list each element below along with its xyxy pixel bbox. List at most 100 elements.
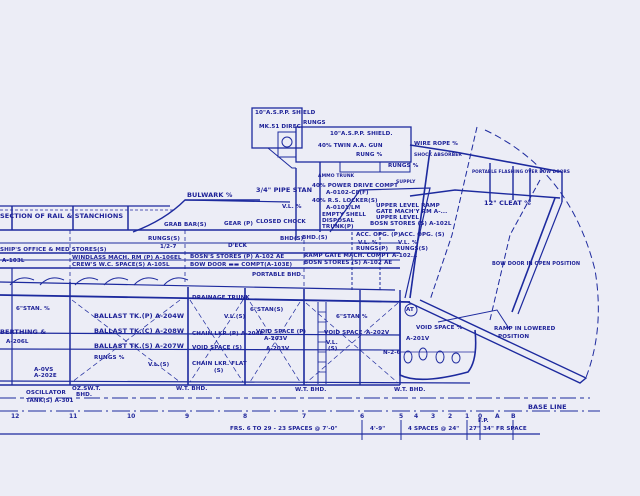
label-dim-4-9: 4'-9" [370,426,386,432]
label-oz-swt: OZ.SW.T. [72,386,101,392]
frame-tick: 11 [69,413,78,420]
label-chain-lkr-flat: CHAIN LKR. FLAT [192,361,247,367]
label-bhd2: BHD.(S) [302,235,328,241]
label-bosn-stores-upper: BOSN STORES (S) A-102L [370,221,452,227]
label-g-stan-left: 6"STAN. % [16,306,50,312]
label-ships-office: SHIP'S OFFICE & MED STORES(S) [0,247,107,253]
label-a-0vs: A-0VS [34,367,54,373]
label-a-203v-2: A-203V [266,346,290,352]
label-power-drive-num: A-0102-C8(F) [326,190,369,196]
label-oscillator: OSCILLATOR [26,390,66,396]
label-windlass: WINDLASS MACH. RM (P) A-106EL [72,255,182,261]
label-wire-rope: WIRE ROPE % [414,141,458,147]
label-ballast-3: BALLAST TK.(S) A-207W [94,342,185,350]
label-upper-level-ramp: UPPER LEVEL RAMP [376,203,440,209]
label-drainage-trunk: DRAINAGE TRUNK [192,295,250,301]
label-vl-chain: V.L.(S) [224,314,246,320]
label-a-202e: A-202E [34,373,57,379]
label-deck: D'ECK [228,243,248,249]
label-bow-door-open: BOW DOOR IN OPEN POSITION [492,261,581,267]
label-supply: SUPPLY [396,180,416,185]
label-a-203v-1: A-203V [264,336,288,342]
label-gate-machy: GATE MACH'Y RM A-... [376,209,448,215]
label-bulwark: BULWARK % [187,191,233,199]
label-ramp-gate: RAMP GATE MACH. COMPT [304,253,390,259]
label-rail-stanchions: SECTION OF RAIL & STANCHIONS [0,212,124,220]
label-bhd: BHD(S) [280,236,304,242]
label-shock-absorber: SHOCK ABSORBER [414,153,463,158]
label-acc-opg-s: ACC. OPG. (S) [400,232,445,238]
label-empty-shell-2: DISPOSAL [322,218,355,224]
label-g-stan-mid: 6"STAN(S) [250,307,284,313]
frame-tick: 3 [431,413,436,420]
label-portable-flashing: PORTABLE FLASHING OVER BOW DOORS [472,169,570,174]
label-wt-bhd-1: W.T. BHD. [176,386,208,392]
label-vl-s: V.L. % [398,240,418,246]
label-wt-bhd-2: W.T. BHD. [295,387,327,393]
label-rungs-mid: RUNGS % [388,163,419,169]
label-void-space-main: VOID SPACE [324,330,363,336]
label-g-stan-right: 6"STAN % [336,314,368,320]
label-at: AT [406,307,414,313]
label-void-space-s: VOID SPACE (S) [192,345,243,351]
label-oz-swt2: BHD. [76,392,93,398]
label-gun-director: MK.51 DIREC. [259,124,304,130]
label-gear: GEAR (P) [224,221,254,227]
label-dim-fp: F.P. [478,418,489,424]
label-n-s-ladder: N-2-6 [383,350,401,356]
frame-tick: 10 [127,413,136,420]
label-wt-bhd-3: W.T. BHD. [394,387,426,393]
label-chain-lkr-flat2: (S) [214,368,224,374]
label-gun-twin: 40% TWIN A.A. GUN [318,143,383,149]
label-vl-void: V.L. [326,340,338,346]
frame-tick: 8 [243,413,248,420]
label-gun-shield-main: 10"A.S.P.P. SHIELD. [330,131,393,137]
label-power-drive: 40% POWER DRIVE COMPT [312,183,399,189]
label-rungs-s: RUNGS(S) [148,236,181,242]
label-bosns-stores: BOSN'S STORES (P) A-102 AE [190,254,285,260]
label-base-line: BASE LINE [528,403,567,411]
label-void-space-bow: VOID SPACE % [416,325,463,331]
label-bosn-stores-lower: BOSN STORES (S) A-102 AE [304,260,393,266]
frame-tick: 5 [399,413,404,420]
label-a-202v: A-202V [366,330,390,336]
label-ramp-lowered-2: POSITION [498,334,530,340]
frame-tick: 12 [11,413,20,420]
label-a-201v: A-201V [406,336,430,342]
label-chain-locker: CHAIN LKR.(P) A-204E [192,331,264,337]
label-ammo-trunk: AMMO TRUNK [318,174,355,179]
label-closed-chock: CLOSED CHOCK [256,219,306,225]
label-dim-34: 34" FR SPACE [483,426,527,432]
frame-tick: B [511,413,516,420]
label-ballast-2: BALLAST TK.(C) A-208W [94,327,185,335]
label-ramp-lowered-1: RAMP IN LOWERED [494,326,556,332]
label-pipe-stan: 3/4" PIPE STAN [256,186,313,194]
frame-tick: A [495,413,500,420]
label-vl-ballast: V.L.(S) [148,362,170,368]
frame-tick: 7 [302,413,307,420]
label-berthing: BERTHING & [0,328,47,336]
label-gun-shield-small: 10"A.S.P.P. SHIELD [255,110,316,116]
label-rungs-s3: RUNGS(S) [396,246,429,252]
label-ready-lockers: 40% R.S. LOCKER(S) [312,198,378,204]
label-oscillator-tank: TANK(S) A-301 [26,398,74,404]
label-vl-top: V.L. % [282,204,302,210]
frame-tick: 2 [448,413,453,420]
label-portable-bhd: PORTABLE BHD. [252,272,304,278]
frame-tick: 9 [185,413,190,420]
label-ramp-gate-num: A-102... [392,253,418,259]
frame-tick: 6 [360,413,365,420]
label-empty-shell-1: EMPTY SHELL [322,212,367,218]
label-vl-p: V.L. % [358,240,378,246]
label-vl-void2: (S) [328,346,338,352]
label-empty-shell-3: TRUNK(P) [322,224,354,230]
label-bow-door-compt: BOW DOOR ▬▬ COMPT(A-103E) [190,262,293,268]
label-rungs-s2: 1/2-7 [160,244,177,250]
label-crews-wc: CREW'S W.C. SPACE(S) A-105L [72,262,170,268]
label-grab-bar-1: GRAB BAR(S) [164,222,207,228]
label-cleat: 12" CLEAT % [484,199,531,207]
label-ready-lockers-num: A-0101/LM [326,205,361,211]
label-void-space-p: VOID SPACE (P) [256,329,307,335]
label-a-103l: A-103L [2,258,25,264]
